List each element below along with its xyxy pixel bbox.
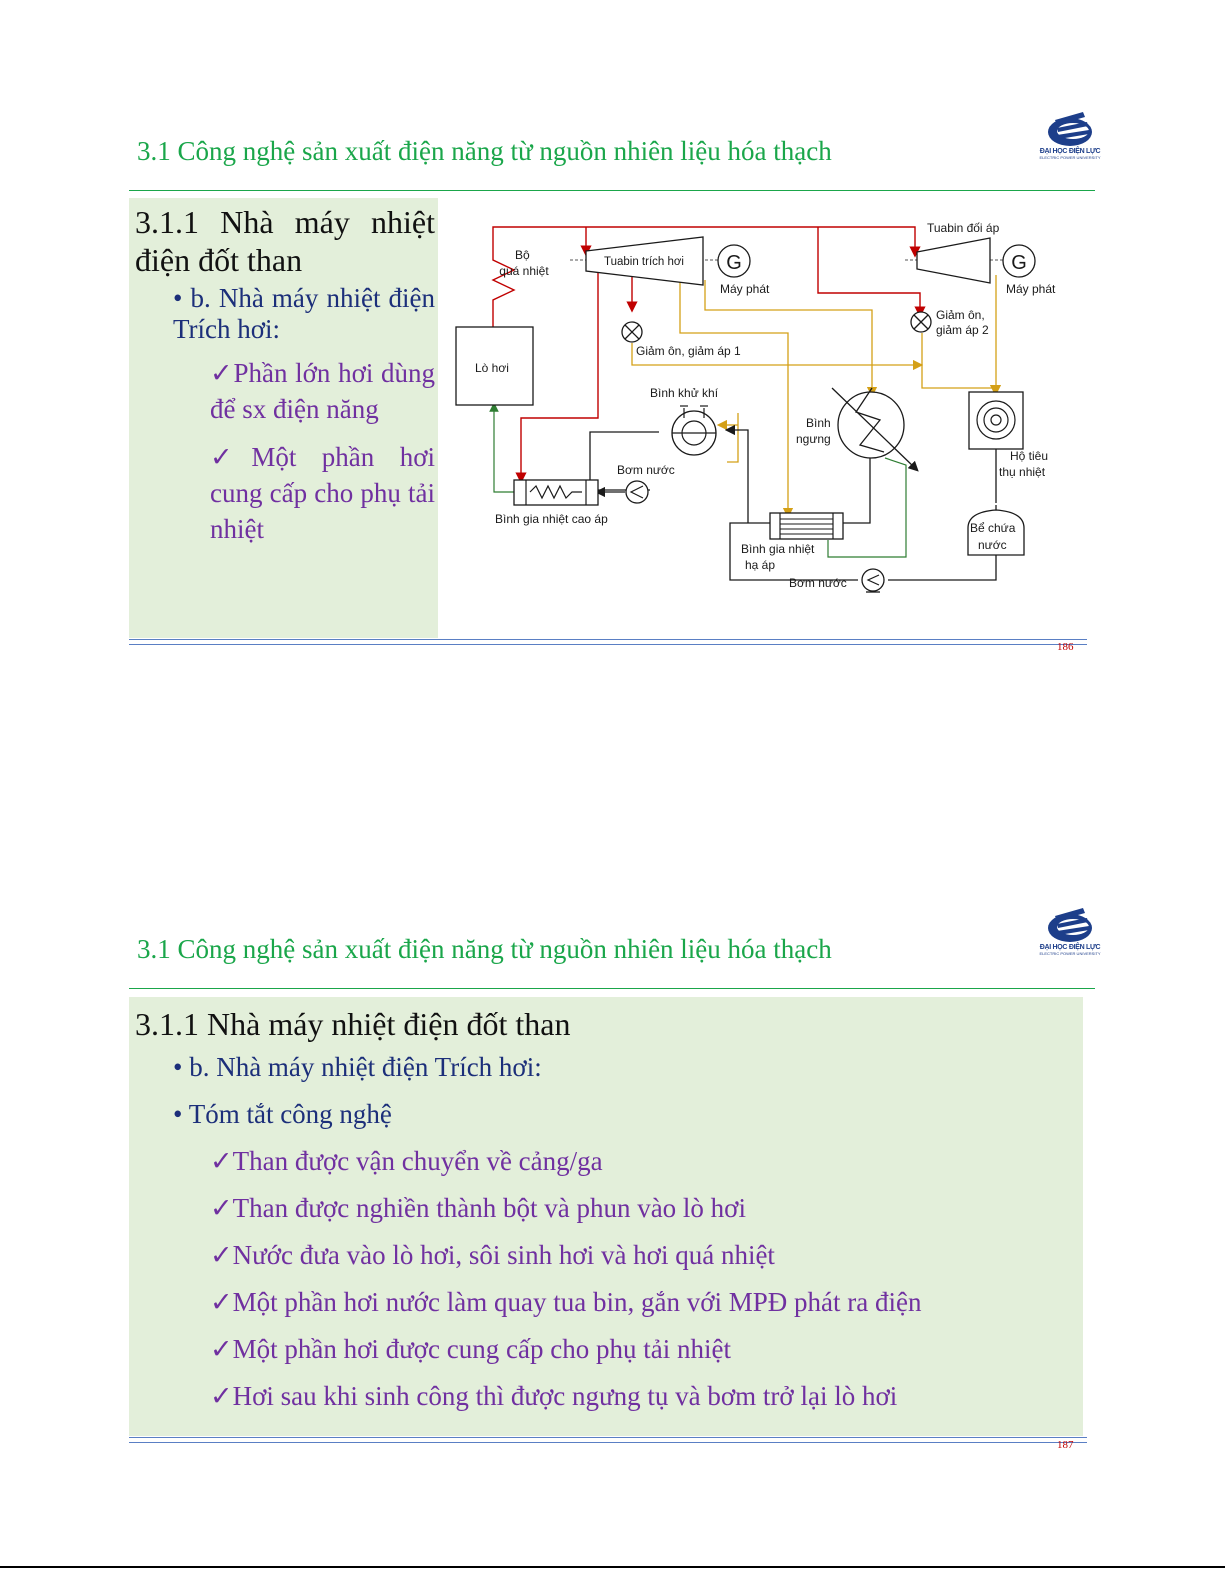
logo-subtitle: ELECTRIC POWER UNIVERSITY bbox=[1039, 951, 1101, 956]
logo-name: ĐẠI HỌC ĐIỆN LỰC bbox=[1039, 148, 1101, 155]
lp-heater-label: Bình gia nhiệt hạ áp bbox=[741, 542, 818, 572]
section-heading: 3.1.1 Nhà máy nhiệt điện đốt than bbox=[135, 204, 435, 278]
bullet-text: b. Nhà máy nhiệt điện Trích hơi: bbox=[189, 1052, 542, 1082]
superheater-label: Bộ quá nhiệt bbox=[499, 248, 549, 278]
water-tank-label-line: Bể chứa bbox=[970, 521, 1016, 535]
generator-2-label: Máy phát bbox=[1006, 282, 1056, 296]
generator-1-label: Máy phát bbox=[720, 282, 770, 296]
lp-heater-label-line: Bình gia nhiệt bbox=[741, 542, 815, 556]
page-bottom-border bbox=[0, 1566, 1225, 1568]
extraction-plant-diagram: Lò hơi Bộ quá nhiệt Tuabin trích hơi G M… bbox=[455, 221, 1056, 593]
check-item: ✓Nước đưa vào lò hơi, sôi sinh hơi và hơ… bbox=[210, 1240, 775, 1270]
water-lines bbox=[589, 424, 1002, 581]
generator-2-symbol: G bbox=[1011, 252, 1027, 274]
lp-heater-label-line: hạ áp bbox=[745, 558, 775, 572]
section-heading: 3.1.1 Nhà máy nhiệt điện đốt than bbox=[135, 1006, 571, 1042]
hp-heater bbox=[513, 479, 599, 506]
steam-lines bbox=[491, 226, 926, 484]
text-panel bbox=[129, 997, 1083, 1436]
logo-subtitle: ELECTRIC POWER UNIVERSITY bbox=[1039, 155, 1101, 160]
feed-pump bbox=[625, 480, 649, 504]
footer-rule bbox=[129, 639, 1087, 645]
desuperheater-1-label: Giảm ôn, giảm áp 1 bbox=[636, 344, 741, 358]
generator-1 bbox=[717, 244, 751, 278]
condenser bbox=[831, 387, 919, 472]
generator-2 bbox=[1002, 244, 1036, 278]
university-logo: ĐẠI HỌC ĐIỆN LỰC ELECTRIC POWER UNIVERSI… bbox=[1037, 904, 1103, 956]
slide-title: 3.1 Công nghệ sản xuất điện năng từ nguồ… bbox=[137, 136, 832, 166]
deaerator-label: Bình khử khí bbox=[650, 386, 719, 400]
lp-heater bbox=[769, 512, 844, 540]
footer-rule bbox=[129, 1437, 1087, 1443]
title-rule bbox=[129, 190, 1095, 191]
logo-name: ĐẠI HỌC ĐIỆN LỰC bbox=[1039, 944, 1101, 951]
condensate-pump-label: Bơm nước bbox=[789, 576, 847, 590]
boiler-label: Lò hơi bbox=[475, 361, 509, 375]
boiler bbox=[455, 326, 534, 406]
condenser-label: Bình ngưng bbox=[796, 416, 834, 446]
superheater-label-line: quá nhiệt bbox=[499, 264, 549, 278]
bullet-text: b. Nhà máy nhiệt điện Trích hơi: bbox=[173, 283, 435, 344]
text-panel bbox=[129, 198, 438, 638]
check-item: ✓Một phần hơi cung cấp cho phụ tải nhiệt bbox=[210, 442, 435, 544]
back-pressure-turbine bbox=[916, 237, 991, 284]
check-item: ✓Than được vận chuyển về cảng/ga bbox=[210, 1146, 603, 1176]
generator-1-symbol: G bbox=[726, 252, 742, 274]
desuperheater-1 bbox=[621, 321, 643, 343]
heat-consumer-label-line: thụ nhiệt bbox=[999, 465, 1046, 479]
extraction-lines bbox=[631, 275, 1002, 519]
bullet-item: • b. Nhà máy nhiệt điện Trích hơi: bbox=[173, 283, 435, 344]
hp-heater-label: Bình gia nhiệt cao áp bbox=[495, 512, 608, 526]
deaerator bbox=[671, 405, 717, 456]
bullet-text: Tóm tắt công nghệ bbox=[188, 1099, 392, 1129]
university-logo: ĐẠI HỌC ĐIỆN LỰC ELECTRIC POWER UNIVERSI… bbox=[1037, 108, 1103, 160]
desuperheater-2-label-line: Giảm ôn, bbox=[936, 308, 985, 322]
feed-pump-label: Bơm nước bbox=[617, 463, 675, 477]
heat-consumer bbox=[968, 391, 1024, 450]
slide-text: 3.1.1 Nhà máy nhiệt điện đốt than • b. N… bbox=[135, 1004, 921, 1420]
page-number: 187 bbox=[1057, 1439, 1074, 1451]
extraction-turbine bbox=[585, 236, 704, 286]
bullet-item: • b. Nhà máy nhiệt điện Trích hơi: bbox=[173, 1052, 542, 1082]
desuperheater-2 bbox=[910, 311, 932, 333]
check-item: ✓Một phần hơi nước làm quay tua bin, gắn… bbox=[210, 1287, 922, 1317]
condenser-label-line: Bình bbox=[806, 416, 831, 430]
condensate-pump bbox=[861, 568, 885, 593]
heat-consumer-label-line: Hộ tiêu bbox=[1010, 449, 1048, 463]
heat-consumer-label: Hộ tiêu thụ nhiệt bbox=[999, 449, 1051, 479]
epu-logo-icon bbox=[1048, 908, 1092, 942]
water-tank bbox=[967, 509, 1025, 556]
slide-text: 3.1.1 Nhà máy nhiệt điện đốt than • b. N… bbox=[135, 203, 435, 547]
check-item: ✓Than được nghiền thành bột và phun vào … bbox=[210, 1193, 746, 1223]
superheater-label-line: Bộ bbox=[515, 248, 530, 262]
check-item: ✓Phần lớn hơi dùng để sx điện năng bbox=[210, 358, 435, 424]
title-rule bbox=[129, 988, 1095, 989]
extraction-turbine-label: Tuabin trích hơi bbox=[604, 256, 684, 268]
condensate-return-lines bbox=[489, 402, 907, 558]
slide-title: 3.1 Công nghệ sản xuất điện năng từ nguồ… bbox=[137, 934, 832, 964]
water-tank-label-line: nước bbox=[978, 538, 1007, 552]
page-number: 186 bbox=[1057, 641, 1074, 653]
bullet-item: • Tóm tắt công nghệ bbox=[173, 1099, 392, 1129]
condenser-label-line: ngưng bbox=[796, 432, 831, 446]
check-item: ✓Hơi sau khi sinh công thì được ngưng tụ… bbox=[210, 1381, 898, 1411]
water-tank-label: Bể chứa nước bbox=[970, 521, 1019, 552]
epu-logo-icon bbox=[1048, 112, 1092, 146]
desuperheater-2-label: Giảm ôn, giảm áp 2 bbox=[936, 308, 989, 337]
check-item: ✓Một phần hơi được cung cấp cho phụ tải … bbox=[210, 1334, 731, 1364]
back-pressure-turbine-label: Tuabin đối áp bbox=[927, 221, 1000, 235]
desuperheater-2-label-line: giảm áp 2 bbox=[936, 323, 989, 337]
